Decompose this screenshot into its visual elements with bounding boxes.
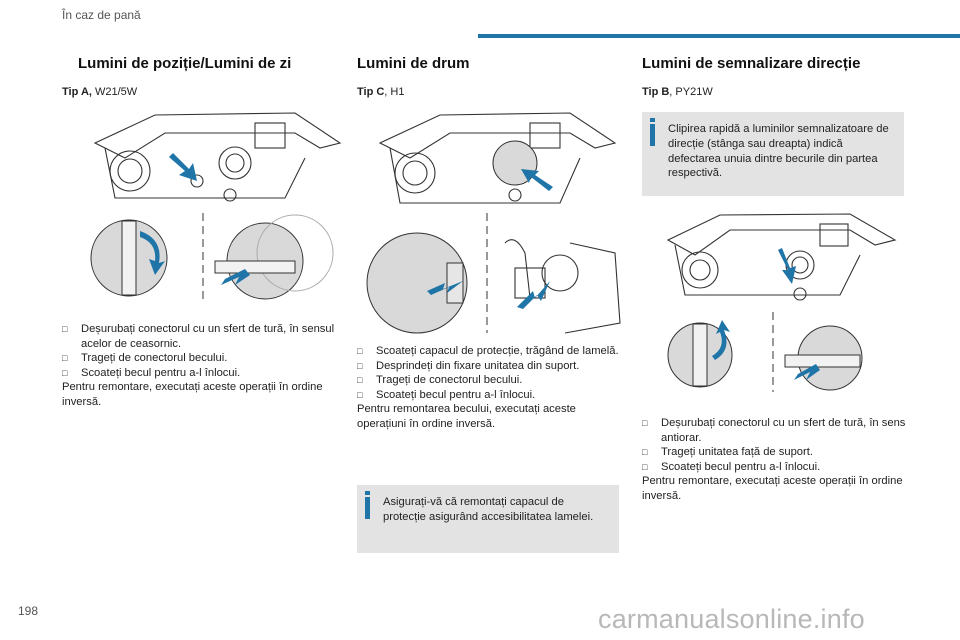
- figure-headlamp-main-beam: [366, 112, 621, 334]
- checkbox-icon: □: [642, 447, 648, 458]
- bulb-type-label: Tip C: [357, 86, 385, 98]
- figure-headlamp-indicator: [666, 213, 897, 392]
- step-text: Trageți de conectorul becului.: [81, 352, 228, 365]
- headlamp-drawing: [666, 213, 897, 301]
- headlamp-drawing: [378, 112, 617, 204]
- blue-arrow-icon: [794, 364, 820, 380]
- info-icon: [650, 118, 655, 122]
- bulb-type-value: , PY21W: [669, 86, 713, 98]
- blue-arrow-icon: [140, 231, 165, 275]
- checkbox-icon: □: [357, 375, 363, 386]
- step-text: Trageți de conectorul becului.: [376, 374, 523, 387]
- column-main-beam: Lumini de drum Tip C, H1: [357, 55, 619, 98]
- note-box-cap: Asigurați-vă că remontați capacul de pro…: [357, 485, 619, 553]
- column-direction-indicators: Lumini de semnalizare direcție Tip B, PY…: [642, 55, 904, 98]
- blue-arrow-icon: [521, 169, 553, 191]
- header-section-title: În caz de pană: [62, 8, 141, 22]
- step-text: Desprindeți din fixare unitatea din supo…: [376, 359, 580, 372]
- steps-indicator: □ Deșurubați conectorul cu un sfert de tu…: [642, 416, 908, 504]
- bulb-assembly-drawing: [504, 239, 621, 334]
- step-item: □ Scoateți becul pentru a-l înlocui.: [642, 460, 908, 475]
- reassembly-note: Pentru remontare, executați aceste opera…: [642, 475, 903, 502]
- note-text: Asigurați-vă că remontați capacul de pro…: [383, 496, 594, 523]
- step-item: □ Trageți unitatea față de suport.: [642, 445, 908, 460]
- note-box-blink: Clipirea rapidă a luminilor semnalizatoa…: [642, 112, 904, 196]
- checkbox-icon: □: [357, 360, 363, 371]
- header-rule: [478, 34, 960, 38]
- bulb-type-label: Tip B: [642, 86, 670, 98]
- step-text: Scoateți becul pentru a-l înlocui.: [81, 366, 241, 379]
- note-text: Clipirea rapidă a luminilor semnalizatoa…: [668, 123, 889, 180]
- page-number: 198: [18, 604, 39, 618]
- bulb-type: Tip B, PY21W: [642, 86, 904, 98]
- step-item: □ Desprindeți din fixare unitatea din sup…: [357, 359, 619, 374]
- column-position-lights: Lumini de poziție/Lumini de zi Tip A, W2…: [62, 55, 324, 98]
- info-icon: [365, 491, 370, 495]
- section-title: Lumini de drum: [357, 55, 470, 72]
- step-item: □ Deșurubați conectorul cu un sfert de tu…: [642, 416, 908, 445]
- checkbox-icon: □: [642, 461, 648, 472]
- checkbox-icon: □: [357, 389, 363, 400]
- bulb-type: Tip C, H1: [357, 86, 619, 98]
- watermark: carmanualsonline.info: [598, 604, 865, 634]
- section-title: Lumini de poziție/Lumini de zi: [78, 55, 292, 72]
- reassembly-note: Pentru remontarea becului, executați ace…: [357, 403, 576, 430]
- checkbox-icon: □: [62, 324, 68, 334]
- blue-arrow-icon: [221, 269, 250, 285]
- steps-main-beam: □ Scoateți capacul de protecție, trăgând …: [357, 344, 619, 432]
- blue-arrow-icon: [712, 320, 730, 360]
- step-item: □ Scoateți capacul de protecție, trăgând …: [357, 344, 619, 359]
- step-item: □ Scoateți becul pentru a-l înlocui.: [357, 388, 619, 403]
- step-text: Deșurubați conectorul cu un sfert de tur…: [81, 323, 335, 350]
- info-icon-bar: [650, 124, 655, 146]
- step-text: Deșurubați conectorul cu un sfert de tur…: [661, 417, 906, 444]
- section-title: Lumini de semnalizare direcție: [642, 55, 861, 72]
- step-item: □ Deșurubați conectorul cu un sfert de tu…: [62, 322, 344, 351]
- blue-arrow-icon: [427, 281, 463, 295]
- checkbox-icon: □: [642, 418, 648, 428]
- step-item: □ Trageți de conectorul becului.: [357, 373, 619, 388]
- step-text: Scoateți becul pentru a-l înlocui.: [376, 388, 536, 401]
- bulb-type-value: W21/5W: [91, 86, 138, 98]
- bulb-type-value: , H1: [384, 86, 405, 98]
- cap-closeup: [366, 232, 468, 334]
- blue-arrow-icon: [169, 153, 197, 181]
- blue-arrow-icon: [778, 248, 796, 284]
- step-text: Scoateți becul pentru a-l înlocui.: [661, 460, 821, 473]
- checkbox-icon: □: [357, 346, 363, 356]
- bulb-type-label: Tip A,: [62, 86, 92, 98]
- bulb-type: Tip A, W21/5W: [62, 86, 324, 98]
- figure-headlamp-position: [90, 112, 342, 303]
- step-item: □ Trageți de conectorul becului.: [62, 351, 344, 366]
- checkbox-icon: □: [62, 367, 68, 378]
- blue-arrow-icon: [517, 281, 550, 309]
- steps-position: □ Deșurubați conectorul cu un sfert de tu…: [62, 322, 344, 410]
- headlamp-drawing: [93, 112, 342, 202]
- step-item: □ Scoateți becul pentru a-l înlocui.: [62, 366, 344, 381]
- reassembly-note: Pentru remontare, executați aceste opera…: [62, 381, 323, 408]
- info-icon-bar: [365, 497, 370, 519]
- checkbox-icon: □: [62, 353, 68, 364]
- step-text: Scoateți capacul de protecție, trăgând d…: [376, 345, 619, 357]
- step-text: Trageți unitatea față de suport.: [661, 446, 813, 459]
